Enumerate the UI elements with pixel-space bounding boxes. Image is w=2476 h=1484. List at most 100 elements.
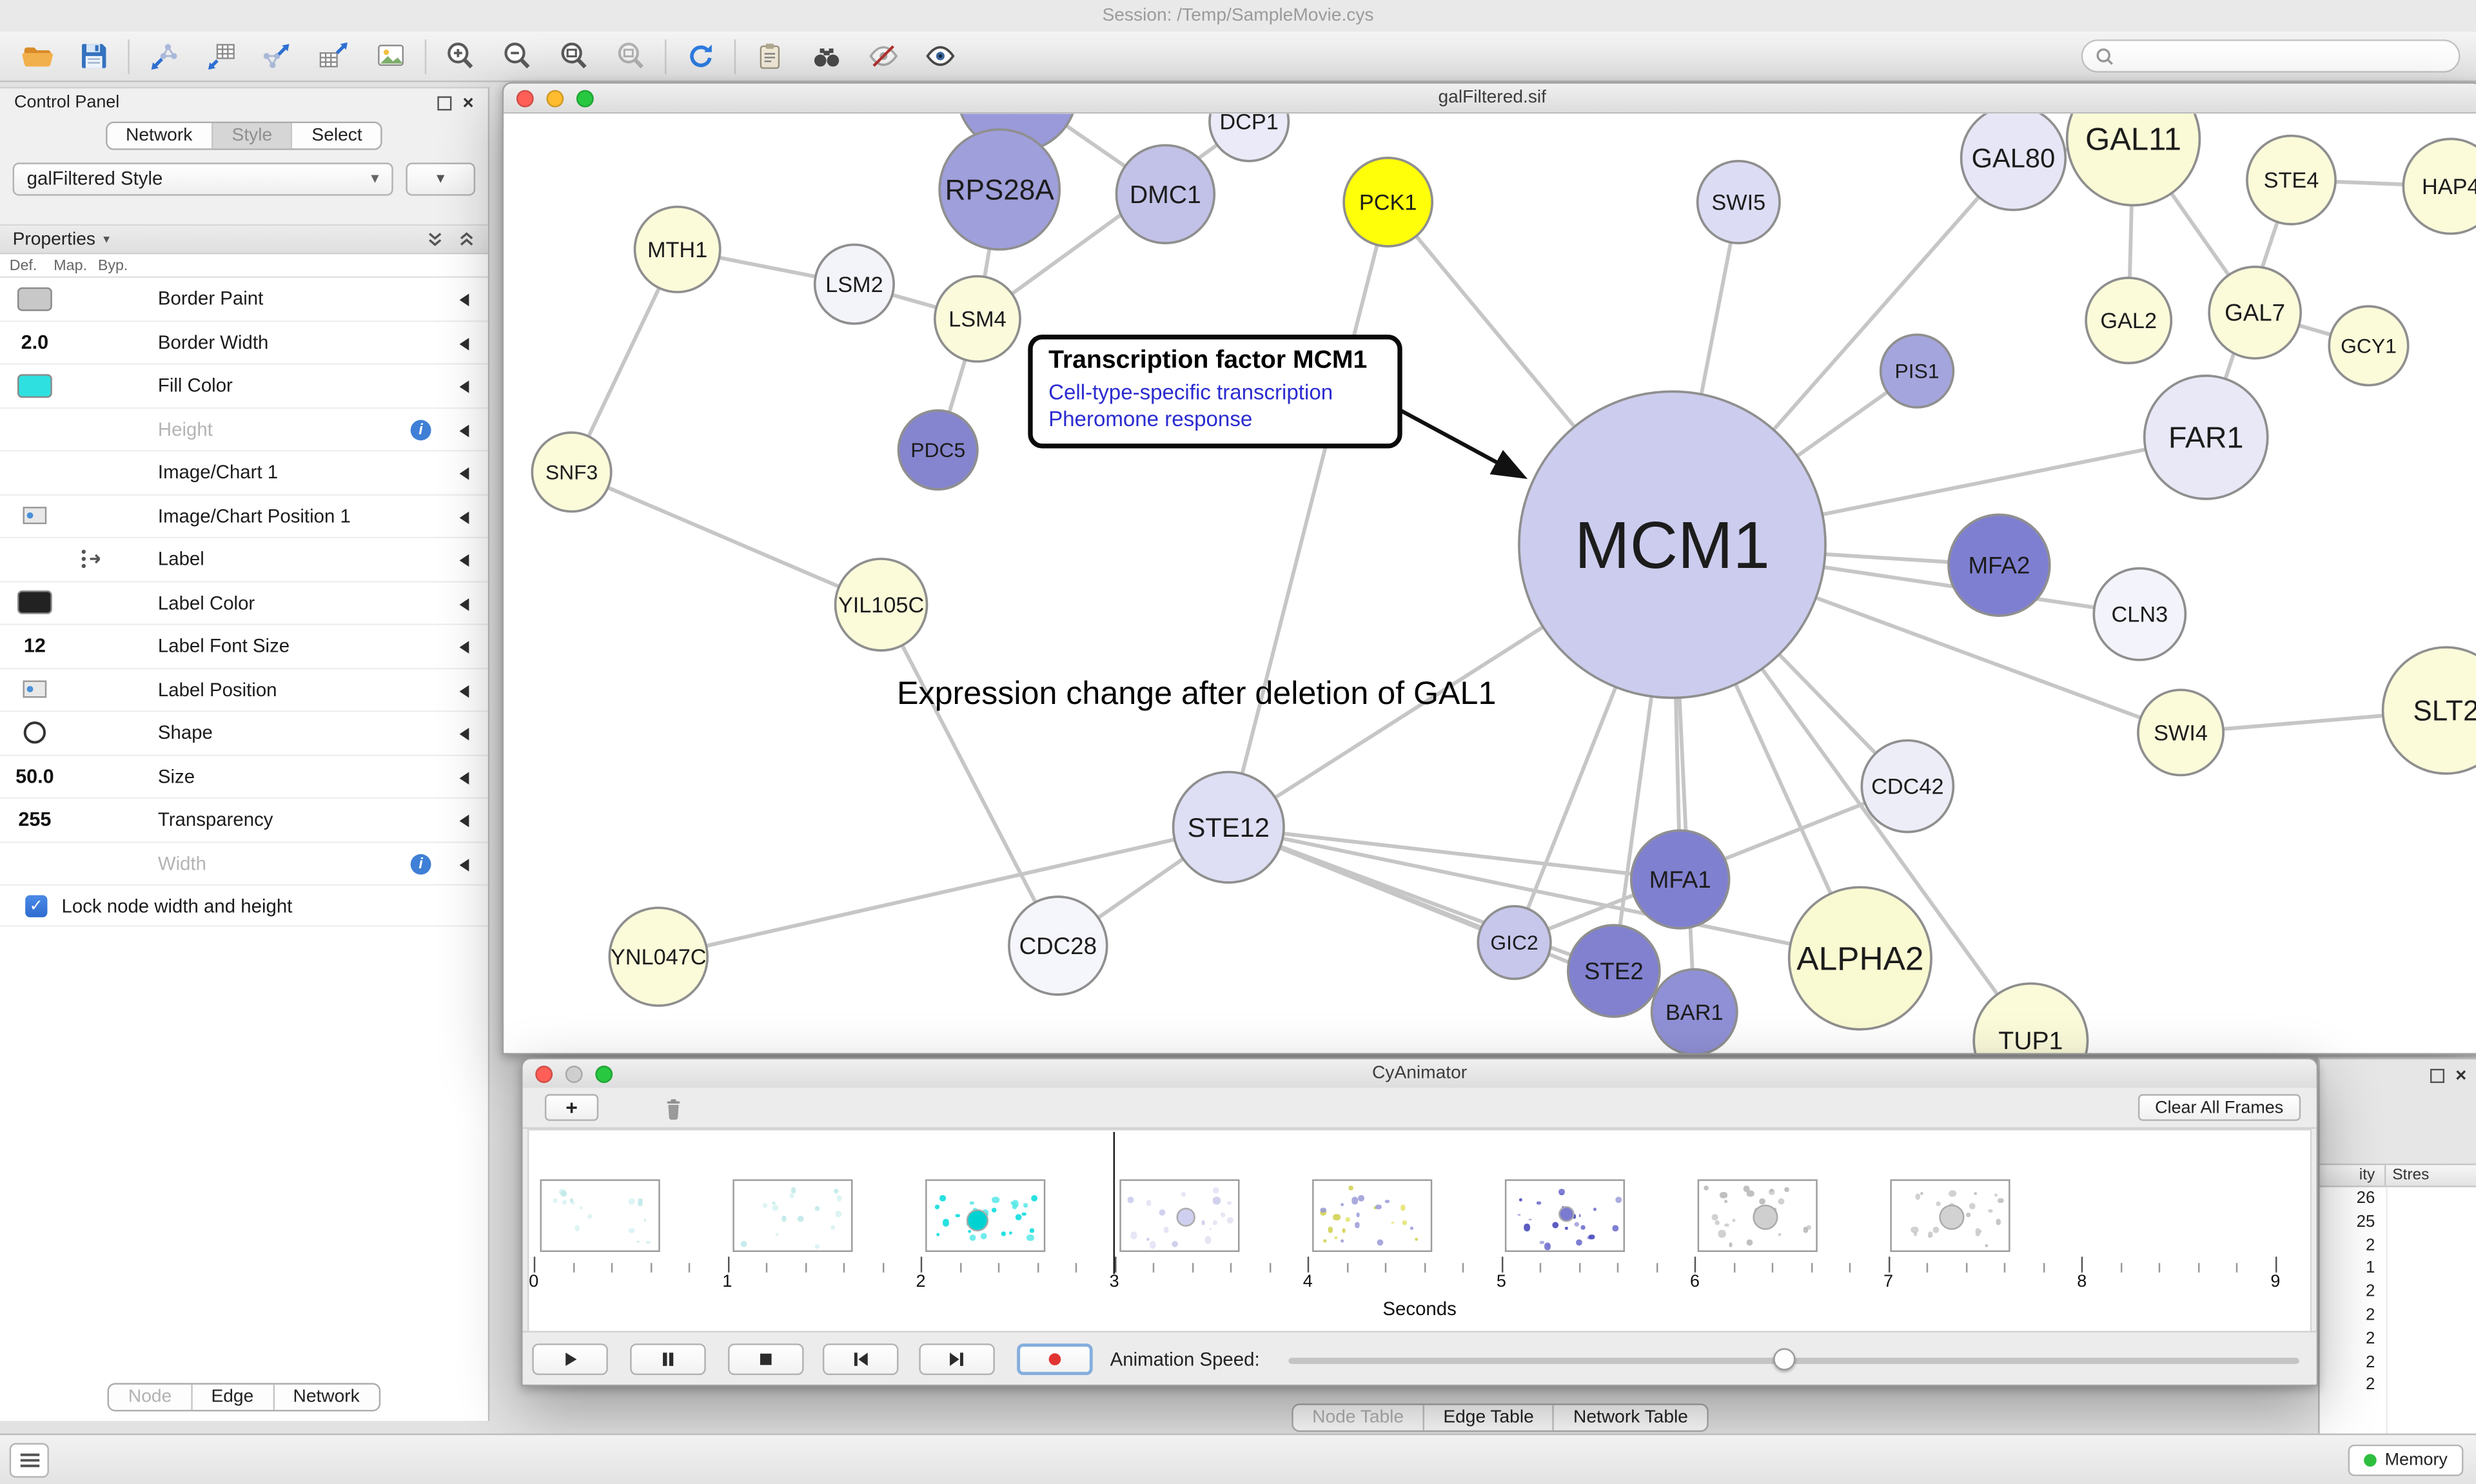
- default-value-cell[interactable]: 50.0: [6, 756, 63, 797]
- frame-thumbnail-5[interactable]: [1504, 1179, 1626, 1253]
- network-node-swi4[interactable]: SWI4: [2137, 688, 2225, 777]
- minimize-window-icon[interactable]: [546, 90, 564, 108]
- network-node-gal7[interactable]: GAL7: [2208, 266, 2303, 360]
- pause-button[interactable]: [630, 1343, 706, 1376]
- expand-arrow-icon[interactable]: [459, 337, 469, 350]
- table-row[interactable]: 2: [2320, 1281, 2476, 1304]
- table-row[interactable]: 2: [2320, 1351, 2476, 1374]
- close-panel-icon[interactable]: ×: [462, 92, 474, 114]
- frame-thumbnail-2[interactable]: [926, 1179, 1046, 1253]
- cyanimator-titlebar[interactable]: CyAnimator: [522, 1059, 2317, 1089]
- expand-arrow-icon[interactable]: [459, 684, 469, 698]
- save-session-button[interactable]: [73, 35, 115, 77]
- play-button[interactable]: [532, 1343, 608, 1376]
- memory-button[interactable]: Memory: [2348, 1444, 2464, 1476]
- network-node-mfa1[interactable]: MFA1: [1629, 829, 1731, 930]
- speed-slider-thumb[interactable]: [1773, 1348, 1795, 1371]
- float-panel-icon[interactable]: [437, 95, 452, 110]
- default-value-cell[interactable]: [6, 712, 63, 754]
- property-row-fill-color[interactable]: Fill Color: [0, 365, 488, 409]
- property-row-border-paint[interactable]: Border Paint: [0, 278, 488, 322]
- panel-tab-network[interactable]: Network: [272, 1384, 379, 1410]
- expand-arrow-icon[interactable]: [459, 771, 469, 784]
- lock-size-row[interactable]: ✓ Lock node width and height: [0, 886, 488, 927]
- table-row[interactable]: 2: [2320, 1304, 2476, 1327]
- zoom-window-icon[interactable]: [576, 90, 594, 108]
- playhead[interactable]: [1113, 1131, 1115, 1274]
- expand-arrow-icon[interactable]: [459, 424, 469, 437]
- frame-thumbnail-7[interactable]: [1891, 1179, 2011, 1253]
- import-table-button[interactable]: [199, 35, 242, 77]
- show-all-button[interactable]: [919, 35, 961, 77]
- frame-thumbnail-6[interactable]: [1698, 1179, 1818, 1253]
- panel-tab-edge[interactable]: Edge: [190, 1384, 273, 1410]
- table-row[interactable]: 26: [2320, 1187, 2476, 1211]
- network-node-pis1[interactable]: PIS1: [1879, 333, 1955, 409]
- lock-size-checkbox[interactable]: ✓: [25, 894, 48, 917]
- network-node-bar1[interactable]: BAR1: [1650, 968, 1738, 1053]
- network-node-rps28a[interactable]: RPS28A: [938, 128, 1061, 251]
- expand-arrow-icon[interactable]: [459, 380, 469, 393]
- property-row-label-position[interactable]: Label Position: [0, 669, 488, 712]
- network-node-yil105c[interactable]: YIL105C: [834, 558, 928, 652]
- network-node-cdc42[interactable]: CDC42: [1860, 739, 1955, 834]
- default-value-cell[interactable]: 255: [6, 799, 63, 841]
- default-value-cell[interactable]: [6, 495, 63, 537]
- table-column-header[interactable]: Stres: [2392, 1166, 2430, 1184]
- close-window-icon[interactable]: [516, 90, 534, 108]
- mapping-cell[interactable]: [66, 799, 117, 841]
- search-box[interactable]: [2081, 39, 2461, 73]
- network-node-pck1[interactable]: PCK1: [1342, 157, 1434, 248]
- zoom-fit-button[interactable]: [553, 35, 595, 77]
- default-value-cell[interactable]: [6, 669, 63, 710]
- mapping-cell[interactable]: [66, 843, 117, 884]
- table-tab-network-table[interactable]: Network Table: [1553, 1405, 1707, 1430]
- table-column-header[interactable]: ity: [2320, 1165, 2386, 1186]
- mapping-cell[interactable]: [66, 365, 117, 407]
- expand-arrow-icon[interactable]: [459, 293, 469, 307]
- skip-end-button[interactable]: [919, 1343, 995, 1376]
- network-node-alpha2[interactable]: ALPHA2: [1787, 886, 1932, 1031]
- default-value-cell[interactable]: 12: [6, 625, 63, 667]
- annotation-link[interactable]: Cell-type-specific transcription: [1048, 379, 1333, 404]
- skip-start-button[interactable]: [822, 1343, 899, 1376]
- network-node-lsm2[interactable]: LSM2: [813, 243, 895, 325]
- mapping-cell[interactable]: [66, 625, 117, 667]
- frame-thumbnail-4[interactable]: [1312, 1179, 1432, 1253]
- open-session-button[interactable]: [15, 35, 58, 77]
- mapping-cell[interactable]: [66, 669, 117, 710]
- property-row-label-color[interactable]: Label Color: [0, 581, 488, 625]
- default-value-cell[interactable]: [6, 581, 63, 623]
- network-window-titlebar[interactable]: galFiltered.sif: [504, 83, 2476, 114]
- network-edge-yil105c-cdc28[interactable]: [879, 603, 1060, 947]
- expand-arrow-icon[interactable]: [459, 858, 469, 871]
- property-row-image-chart-position-1[interactable]: Image/Chart Position 1: [0, 495, 488, 539]
- export-image-button[interactable]: [369, 35, 412, 77]
- network-edge-ynl047c-ste12[interactable]: [658, 825, 1229, 959]
- expand-arrow-icon[interactable]: [459, 727, 469, 741]
- collapse-all-icon[interactable]: [458, 231, 475, 248]
- table-row[interactable]: 2: [2320, 1327, 2476, 1351]
- style-select[interactable]: galFiltered Style ▾: [12, 162, 393, 195]
- network-node-gcy1[interactable]: GCY1: [2328, 305, 2410, 387]
- network-node-tup1[interactable]: TUP1: [1972, 982, 2089, 1053]
- network-node-gal2[interactable]: GAL2: [2085, 277, 2173, 365]
- expand-arrow-icon[interactable]: [459, 467, 469, 480]
- property-row-shape[interactable]: Shape: [0, 712, 488, 756]
- expand-all-icon[interactable]: [426, 231, 444, 248]
- close-window-icon[interactable]: [535, 1066, 553, 1084]
- network-node-gic2[interactable]: GIC2: [1477, 904, 1552, 981]
- default-value-cell[interactable]: [6, 365, 63, 407]
- mapping-cell[interactable]: [66, 756, 117, 797]
- panel-tab-node[interactable]: Node: [128, 1387, 172, 1407]
- export-table-button[interactable]: [313, 35, 355, 77]
- network-node-hap4[interactable]: HAP4: [2402, 137, 2476, 235]
- default-value-cell[interactable]: [6, 278, 63, 320]
- table-row[interactable]: 25: [2320, 1211, 2476, 1234]
- properties-header[interactable]: Properties ▾: [0, 226, 488, 255]
